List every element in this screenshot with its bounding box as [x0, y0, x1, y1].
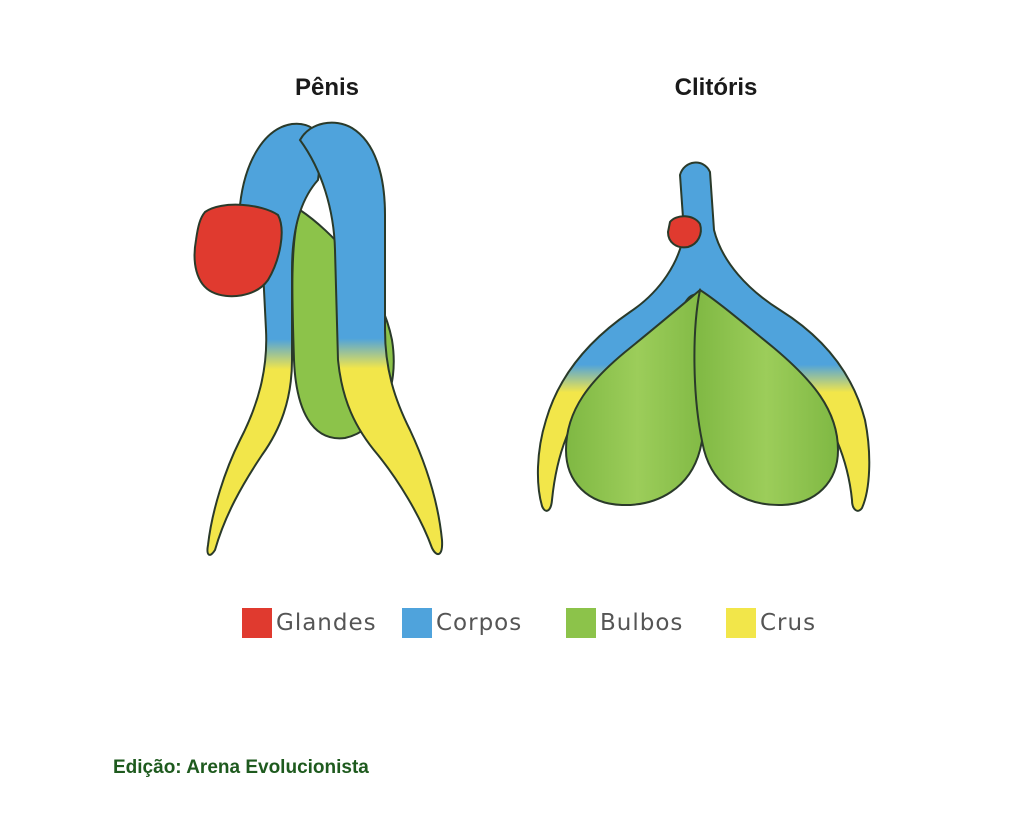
- legend: Glandes Corpos Bulbos Crus: [0, 605, 1024, 641]
- legend-item-bulbos: Bulbos: [566, 605, 683, 641]
- penis-diagram: [193, 121, 444, 556]
- credit-text: Edição: Arena Evolucionista: [113, 757, 369, 778]
- clitoris-right-bulb: [693, 288, 840, 507]
- legend-label: Bulbos: [600, 610, 684, 636]
- clitoris-diagram: [536, 161, 871, 512]
- legend-swatch: [726, 608, 756, 638]
- legend-item-crus: Crus: [726, 605, 816, 641]
- legend-swatch: [566, 608, 596, 638]
- penis-right-shaft: [298, 121, 444, 556]
- legend-item-glandes: Glandes: [242, 605, 377, 641]
- clitoris-title: Clitóris: [674, 74, 758, 101]
- clitoris-glans: [666, 215, 702, 249]
- legend-label: Glandes: [276, 610, 377, 636]
- penis-title: Pênis: [294, 74, 360, 101]
- legend-item-corpos: Corpos: [402, 605, 522, 641]
- legend-swatch: [402, 608, 432, 638]
- legend-swatch: [242, 608, 272, 638]
- penis-glans: [193, 203, 283, 298]
- legend-label: Crus: [760, 610, 817, 636]
- legend-label: Corpos: [436, 610, 523, 636]
